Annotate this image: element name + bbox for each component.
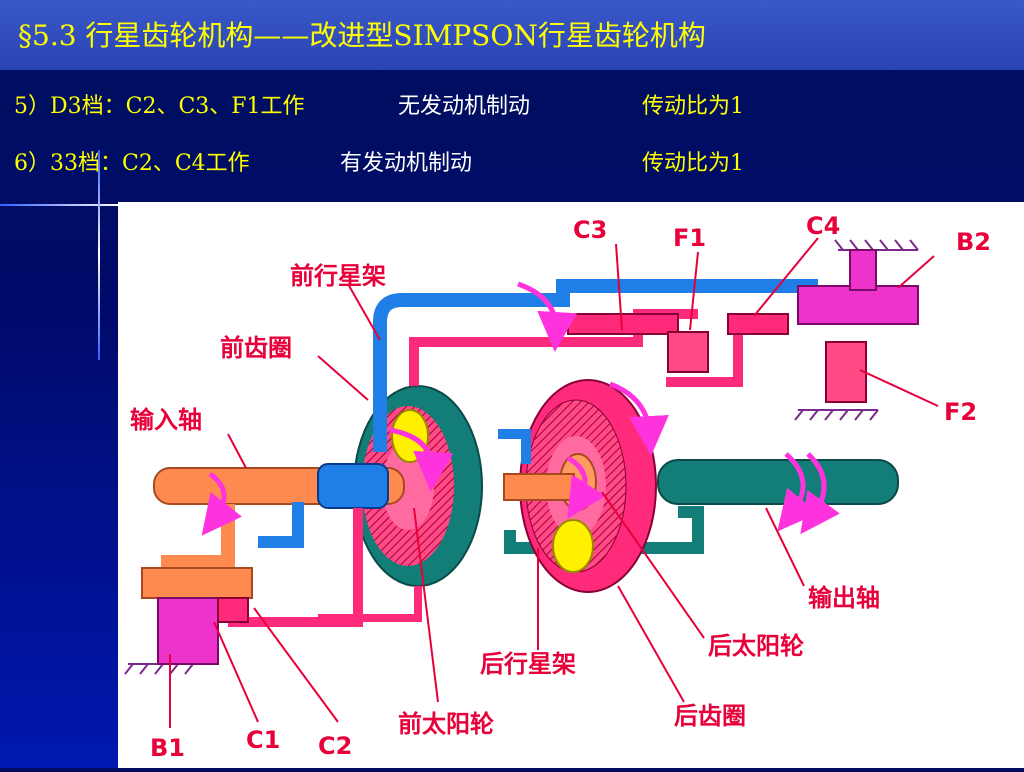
c4-clutch	[727, 313, 789, 335]
gear-row-33: 6）33档：C2、C4工作	[14, 145, 250, 177]
label-output-shaft: 输出轴	[808, 584, 880, 612]
gear-row-d3: 5）D3档：C2、C3、F1工作	[14, 88, 305, 120]
brake-row-d3: 无发动机制动	[398, 88, 530, 120]
ground-hatch-b1	[124, 663, 198, 675]
ratio-row-33: 传动比为1	[642, 145, 744, 177]
ground-hatch-f2	[794, 409, 879, 421]
label-rear-carrier: 后行星架	[480, 650, 576, 678]
label-b1: B1	[150, 734, 185, 762]
label-c3: C3	[573, 216, 607, 244]
rear-carrier-link	[504, 506, 704, 554]
rear-ring-rotation-arrow	[609, 381, 669, 456]
label-front-sun: 前太阳轮	[398, 710, 494, 738]
carrier-rotation-arrow	[517, 281, 578, 352]
ground-hatch-top	[834, 239, 919, 251]
ratio-row-d3: 传动比为1	[642, 88, 744, 120]
planet-rotation-arrow	[389, 427, 454, 492]
input-rotation-arrow	[201, 471, 243, 536]
label-f2: F2	[944, 398, 977, 426]
rear-sun-rotation-arrow	[566, 455, 606, 519]
c1-clutch	[141, 567, 253, 599]
label-b2: B2	[956, 228, 991, 256]
label-front-ring: 前齿圈	[220, 334, 292, 362]
c3-clutch	[567, 313, 679, 335]
f1-one-way-clutch	[667, 331, 709, 373]
diagram-panel: C3 F1 C4 B2 F2 前行星架 前齿圈 输入轴 输出轴 后太阳轮 后行星…	[118, 202, 1024, 768]
gearbox-diagram: C3 F1 C4 B2 F2 前行星架 前齿圈 输入轴 输出轴 后太阳轮 后行星…	[124, 212, 991, 762]
label-rear-ring: 后齿圈	[674, 702, 746, 730]
label-front-carrier: 前行星架	[290, 262, 386, 290]
label-c1: C1	[246, 726, 280, 754]
title-bar: §5.3 行星齿轮机构——改进型SIMPSON行星齿轮机构	[0, 0, 1024, 70]
c2-clutch	[217, 597, 249, 623]
label-c4: C4	[806, 212, 840, 240]
output-rotation-arrow-2	[800, 452, 840, 535]
b2-brake	[797, 285, 919, 325]
f2-clutch	[825, 341, 867, 403]
brake-d3-text: 无发动机制动	[398, 94, 531, 119]
front-carrier-drum	[373, 279, 818, 452]
label-rear-sun: 后太阳轮	[708, 632, 804, 660]
front-sun-hub	[317, 463, 389, 509]
b1-brake	[157, 597, 219, 665]
ratio-33-text: 传动比为1	[642, 151, 744, 176]
gear-33-text: 6）33档：C2、C4工作	[14, 151, 250, 176]
gear-d3-text: 5）D3档：C2、C3、F1工作	[14, 94, 305, 119]
output-rotation-arrow	[777, 452, 819, 532]
brake-33-text: 有发动机制动	[340, 151, 473, 176]
label-input-shaft: 输入轴	[130, 406, 202, 434]
label-c2: C2	[318, 732, 352, 760]
accent-line-horizontal	[0, 204, 118, 206]
slide-title: §5.3 行星齿轮机构——改进型SIMPSON行星齿轮机构	[18, 19, 706, 52]
label-f1: F1	[673, 224, 706, 252]
brake-row-33: 有发动机制动	[340, 145, 472, 177]
output-shaft	[657, 459, 899, 505]
rear-planet-gear	[552, 519, 594, 573]
accent-line-vertical	[98, 150, 100, 360]
ratio-d3-text: 传动比为1	[642, 94, 744, 119]
